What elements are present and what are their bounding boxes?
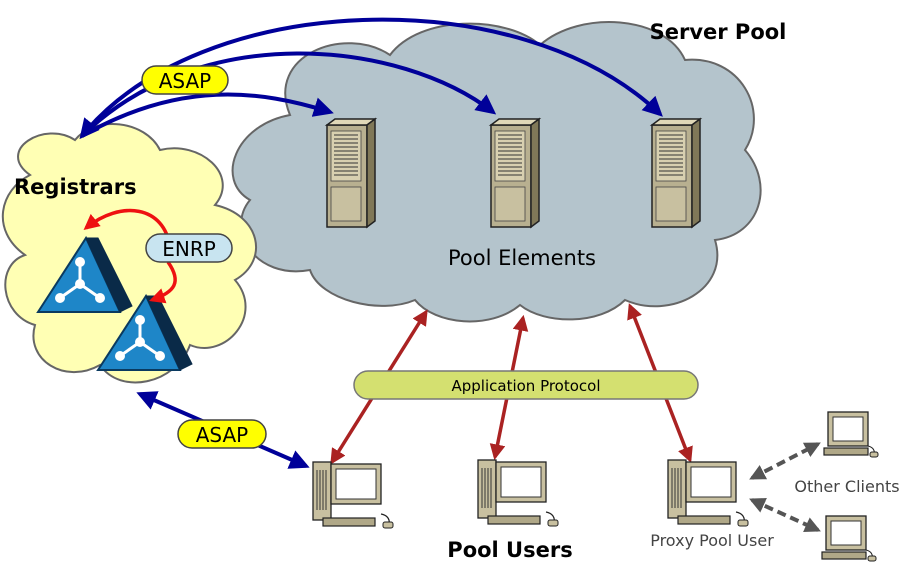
application-protocol-bar: Application Protocol	[353, 370, 699, 400]
enrp-pill: ENRP	[145, 233, 233, 263]
pool-user-computer-2	[477, 459, 559, 527]
registrars-title: Registrars	[14, 175, 137, 199]
pool-elements-label: Pool Elements	[448, 246, 596, 270]
enrp-label: ENRP	[162, 237, 216, 261]
pool-users-title: Pool Users	[447, 538, 572, 562]
application-protocol-label: Application Protocol	[451, 377, 600, 395]
client-arrows	[749, 442, 821, 532]
server-pool-title: Server Pool	[650, 20, 787, 44]
asap-label-top: ASAP	[159, 69, 212, 93]
other-clients-label: Other Clients	[794, 477, 899, 496]
other-client-computer-1	[823, 411, 879, 458]
proxy-pool-user-label: Proxy Pool User	[650, 531, 774, 550]
server-icon-1	[326, 118, 376, 228]
proxy-pool-user-computer	[667, 459, 749, 527]
server-icon-2	[490, 118, 540, 228]
other-client-computer-2	[821, 515, 877, 562]
server-icon-3	[651, 118, 701, 228]
asap-pill-bottom: ASAP	[177, 419, 267, 449]
asap-pill-top: ASAP	[141, 65, 229, 95]
pool-user-computer-1	[312, 461, 394, 529]
asap-label-bottom: ASAP	[196, 423, 249, 447]
